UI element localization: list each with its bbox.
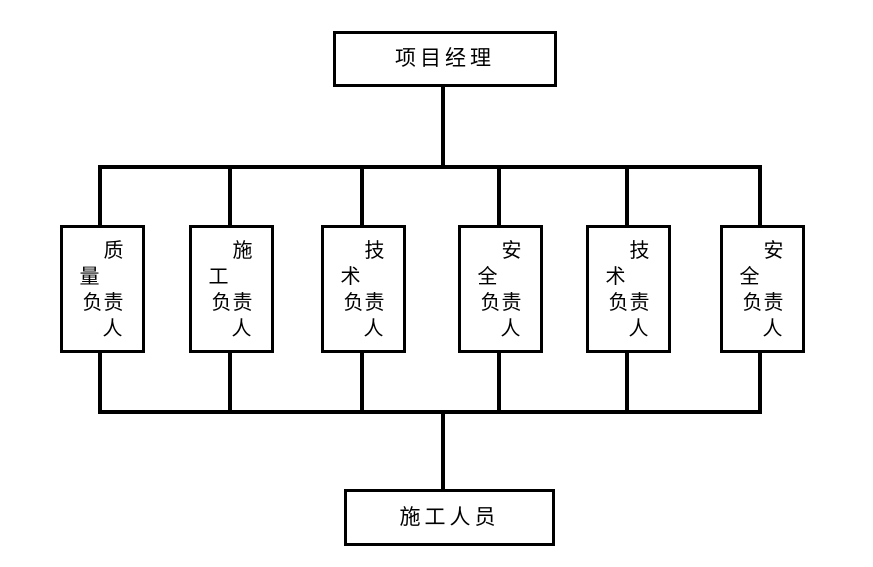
node-technical-manager-2-line-1: 技 [629,238,650,262]
node-construction-manager-line-4: 人 [231,316,252,340]
node-construction-manager-line-2: 工 [208,264,229,288]
node-construction-manager[interactable]: 施 工 负责 人 [189,225,274,353]
node-technical-manager-2-line-3: 负责 [608,290,651,314]
node-construction-personnel[interactable]: 施工人员 [344,489,555,546]
node-project-manager[interactable]: 项目经理 [333,31,557,87]
connector-lower-bus [98,410,762,414]
node-safety-manager-1[interactable]: 安 全 负责 人 [458,225,543,353]
node-technical-manager-2[interactable]: 技 术 负责 人 [586,225,671,353]
node-safety-manager-2-line-4: 人 [762,316,783,340]
node-quality-manager-line-1: 质 [103,238,124,262]
node-technical-manager-1-line-3: 负责 [343,290,386,314]
node-technical-manager-1-line-2: 术 [340,264,361,288]
node-safety-manager-2-line-3: 负责 [742,290,785,314]
node-technical-manager-2-line-4: 人 [628,316,649,340]
connector-riser-1 [98,353,102,413]
node-quality-manager[interactable]: 质 量 负责 人 [60,225,145,353]
node-construction-personnel-label: 施工人员 [399,504,500,529]
node-safety-manager-1-line-4: 人 [500,316,521,340]
node-technical-manager-1[interactable]: 技 术 负责 人 [321,225,406,353]
connector-upper-bus [98,165,762,169]
node-safety-manager-2-line-2: 全 [739,264,760,288]
node-technical-manager-1-line-1: 技 [364,238,385,262]
node-construction-manager-line-1: 施 [232,238,253,262]
node-safety-manager-2-stack: 安 全 负责 人 [723,228,802,350]
connector-drop-6 [758,165,762,225]
connector-top-stem [441,87,445,168]
node-technical-manager-2-line-2: 术 [605,264,626,288]
node-safety-manager-2-line-1: 安 [763,238,784,262]
connector-riser-4 [497,353,501,413]
connector-riser-2 [228,353,232,413]
node-technical-manager-1-stack: 技 术 负责 人 [324,228,403,350]
node-quality-manager-line-3: 负责 [82,290,125,314]
node-safety-manager-1-stack: 安 全 负责 人 [461,228,540,350]
node-project-manager-label: 项目经理 [395,46,495,71]
connector-drop-5 [625,165,629,225]
node-quality-manager-line-4: 人 [102,316,123,340]
connector-drop-3 [360,165,364,225]
connector-bottom-stem [441,410,445,490]
connector-riser-5 [625,353,629,413]
node-construction-manager-line-3: 负责 [211,290,254,314]
node-construction-manager-stack: 施 工 负责 人 [192,228,271,350]
node-safety-manager-1-line-2: 全 [477,264,498,288]
node-safety-manager-1-line-1: 安 [501,238,522,262]
connector-drop-4 [497,165,501,225]
connector-riser-3 [360,353,364,413]
node-safety-manager-1-line-3: 负责 [480,290,523,314]
node-safety-manager-2[interactable]: 安 全 负责 人 [720,225,805,353]
node-technical-manager-2-stack: 技 术 负责 人 [589,228,668,350]
node-technical-manager-1-line-4: 人 [363,316,384,340]
connector-riser-6 [758,353,762,413]
node-quality-manager-stack: 质 量 负责 人 [63,228,142,350]
connector-drop-1 [98,165,102,225]
node-quality-manager-line-2: 量 [79,264,100,288]
connector-drop-2 [228,165,232,225]
